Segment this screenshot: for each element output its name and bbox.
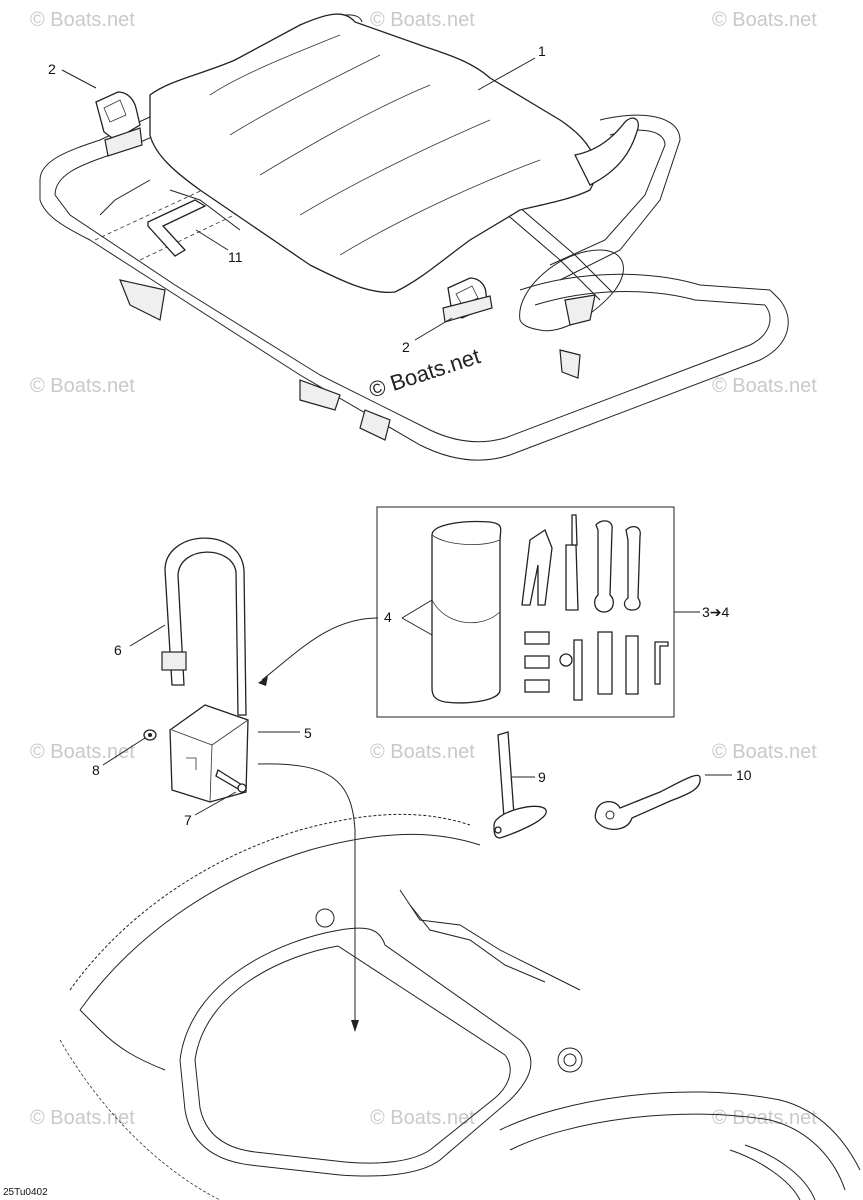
callout-6: 6 [114, 642, 122, 658]
socket-handle [493, 731, 547, 839]
bracket-screw [215, 769, 247, 793]
callout-11: 11 [228, 249, 243, 265]
watermark: © Boats.net [712, 9, 817, 31]
watermark: © Boats.net [712, 375, 817, 397]
holder-strap [161, 537, 247, 716]
watermark-layer: © Boats.net © Boats.net © Boats.net © Bo… [30, 9, 817, 1129]
callout-labels: 1 2 2 11 4 3➔4 6 5 8 7 9 10 [48, 43, 752, 828]
watermark: © Boats.net [30, 9, 135, 31]
watermark: © Boats.net [712, 741, 817, 763]
leader-lines [61, 57, 732, 816]
bracket-washer [143, 729, 157, 741]
watermark: © Boats.net [712, 1107, 817, 1129]
callout-2-top: 2 [48, 61, 56, 77]
callout-7: 7 [184, 812, 192, 828]
watermark: © Boats.net [370, 9, 475, 31]
callout-5: 5 [304, 725, 312, 741]
watermark: © Boats.net [30, 1107, 135, 1129]
watermark: © Boats.net [30, 741, 135, 763]
callout-8: 8 [92, 762, 100, 778]
callout-2-bottom: 2 [402, 339, 410, 355]
tool-kit-box [258, 506, 700, 718]
diagram-code: 25Tu0402 [3, 1187, 48, 1198]
rack-cushion [149, 13, 639, 294]
callout-4: 4 [384, 609, 392, 625]
watermark: © Boats.net [370, 741, 475, 763]
callout-9: 9 [538, 769, 546, 785]
vehicle-rear-body [59, 763, 861, 1200]
boats-net-watermark: © Boats.net [366, 343, 483, 402]
rear-rack-frame [39, 14, 789, 461]
allen-key [147, 199, 207, 257]
rack-clip-left [95, 91, 143, 157]
callout-1: 1 [538, 43, 546, 59]
callout-3-to-4: 3➔4 [702, 604, 730, 620]
watermark: © Boats.net [370, 1107, 475, 1129]
callout-10: 10 [736, 767, 752, 783]
spanner-wrench [594, 774, 701, 830]
watermark: © Boats.net [30, 375, 135, 397]
rack-clip-right [442, 277, 493, 323]
